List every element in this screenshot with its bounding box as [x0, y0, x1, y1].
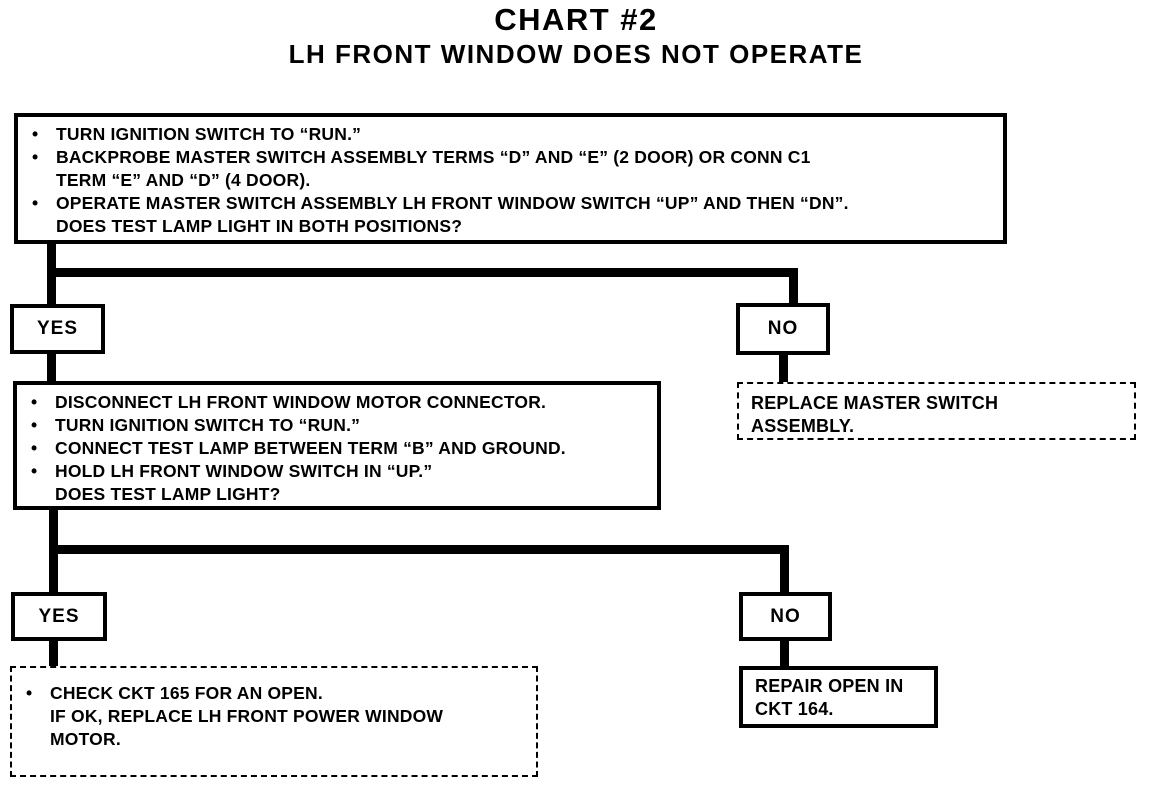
step1-text: TERM “E” AND “D” (4 DOOR). — [56, 170, 311, 190]
branch1-no-box: NO — [736, 303, 830, 355]
step1-text: BACKPROBE MASTER SWITCH ASSEMBLY TERMS “… — [56, 147, 811, 167]
connector-branch1-rail — [47, 268, 798, 277]
bullet-icon: • — [32, 147, 39, 167]
branch2-no-box: NO — [739, 592, 832, 641]
step2-line: DOES TEST LAMP LIGHT? — [25, 483, 649, 506]
step1-text: OPERATE MASTER SWITCH ASSEMBLY LH FRONT … — [56, 193, 849, 213]
result-line: IF OK, REPLACE LH FRONT POWER WINDOW — [20, 705, 528, 728]
connector-no1-down — [779, 355, 788, 382]
bullet-icon: • — [31, 415, 38, 435]
step2-line: • CONNECT TEST LAMP BETWEEN TERM “B” AND… — [25, 437, 649, 460]
bullet-icon: • — [31, 392, 38, 412]
step2-text: DISCONNECT LH FRONT WINDOW MOTOR CONNECT… — [55, 392, 547, 412]
step1-line: DOES TEST LAMP LIGHT IN BOTH POSITIONS? — [26, 215, 995, 238]
step2-text: CONNECT TEST LAMP BETWEEN TERM “B” AND G… — [55, 438, 566, 458]
step1-line: TERM “E” AND “D” (4 DOOR). — [26, 169, 995, 192]
result-text: ASSEMBLY. — [751, 416, 855, 436]
decision-box-step2: • DISCONNECT LH FRONT WINDOW MOTOR CONNE… — [13, 381, 661, 510]
result-text: REPLACE MASTER SWITCH — [751, 393, 999, 413]
connector-branch2-no-drop — [780, 545, 789, 593]
branch2-yes-box: YES — [11, 592, 107, 641]
bullet-icon: • — [26, 683, 33, 703]
bullet-icon: • — [32, 124, 39, 144]
result-text: MOTOR. — [50, 729, 121, 749]
step1-text: DOES TEST LAMP LIGHT IN BOTH POSITIONS? — [56, 216, 463, 236]
branch2-yes-label: YES — [38, 605, 80, 627]
step2-text: HOLD LH FRONT WINDOW SWITCH IN “UP.” — [55, 461, 433, 481]
connector-yes2-down — [49, 641, 58, 667]
result-line: • CHECK CKT 165 FOR AN OPEN. — [20, 682, 528, 705]
result-line: MOTOR. — [20, 728, 528, 751]
result-repair-ckt164: REPAIR OPEN IN CKT 164. — [739, 666, 938, 728]
chart-header: CHART #2 LH FRONT WINDOW DOES NOT OPERAT… — [0, 0, 1152, 70]
step2-line: • HOLD LH FRONT WINDOW SWITCH IN “UP.” — [25, 460, 649, 483]
result-text: CKT 164. — [755, 699, 834, 719]
step2-text: TURN IGNITION SWITCH TO “RUN.” — [55, 415, 361, 435]
result-check-ckt165: • CHECK CKT 165 FOR AN OPEN. IF OK, REPL… — [10, 666, 538, 777]
branch1-no-label: NO — [767, 318, 799, 339]
chart-title: CHART #2 — [494, 2, 658, 37]
connector-branch2-rail — [49, 545, 789, 554]
step2-text: DOES TEST LAMP LIGHT? — [55, 484, 281, 504]
step1-text: TURN IGNITION SWITCH TO “RUN.” — [56, 124, 362, 144]
chart-subtitle: LH FRONT WINDOW DOES NOT OPERATE — [288, 39, 864, 69]
bullet-icon: • — [31, 438, 38, 458]
connector-yes1-down — [47, 354, 56, 382]
connector-branch1-no-drop — [789, 268, 798, 304]
result-text: IF OK, REPLACE LH FRONT POWER WINDOW — [50, 706, 444, 726]
branch1-yes-label: YES — [36, 318, 79, 339]
step2-line: • DISCONNECT LH FRONT WINDOW MOTOR CONNE… — [25, 391, 649, 414]
decision-box-step1: • TURN IGNITION SWITCH TO “RUN.” • BACKP… — [14, 113, 1007, 244]
branch2-no-label: NO — [770, 605, 801, 627]
step1-line: • TURN IGNITION SWITCH TO “RUN.” — [26, 123, 995, 146]
result-replace-master-switch: REPLACE MASTER SWITCH ASSEMBLY. — [737, 382, 1136, 440]
bullet-icon: • — [31, 461, 38, 481]
step2-line: • TURN IGNITION SWITCH TO “RUN.” — [25, 414, 649, 437]
step1-line: • OPERATE MASTER SWITCH ASSEMBLY LH FRON… — [26, 192, 995, 215]
bullet-icon: • — [32, 193, 39, 213]
result-text: CHECK CKT 165 FOR AN OPEN. — [50, 683, 323, 703]
branch1-yes-box: YES — [10, 304, 105, 354]
step1-line: • BACKPROBE MASTER SWITCH ASSEMBLY TERMS… — [26, 146, 995, 169]
result-text: REPAIR OPEN IN — [755, 676, 904, 696]
connector-no2-down — [780, 641, 789, 667]
